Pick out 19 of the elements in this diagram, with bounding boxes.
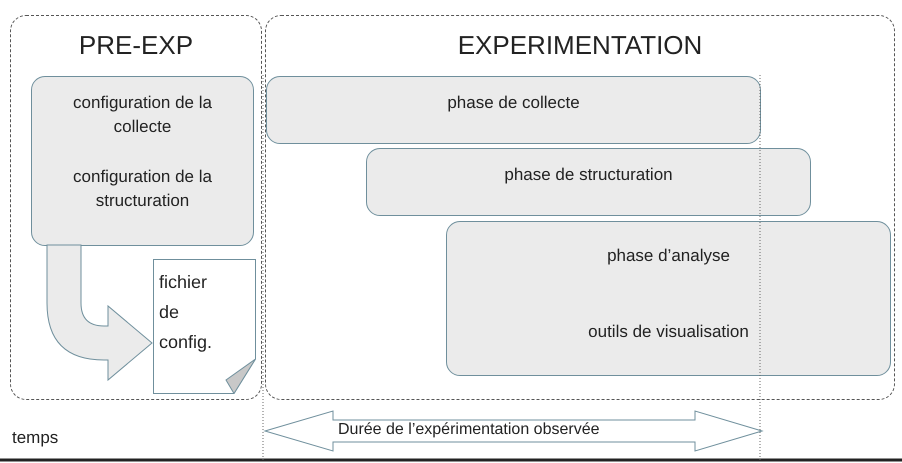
group-title: PRE-EXP (78, 30, 194, 61)
dashed-group-frame (265, 15, 895, 400)
curved-block-arrow (46, 244, 152, 380)
duration-label: Durée de l’expérimentation observée (338, 421, 600, 439)
phase-box (446, 221, 891, 376)
box-title: phase de collecte (446, 92, 581, 114)
document-shape (153, 259, 256, 394)
box-title: configuration de la collecte (72, 92, 213, 138)
dashed-group-frame (10, 15, 262, 400)
box-text: configuration de la structuration (72, 166, 213, 212)
process-box (31, 76, 254, 246)
axis-label: temps (12, 428, 58, 448)
box-title: phase d’analyse (606, 245, 731, 267)
phase-box (366, 148, 811, 216)
box-title: phase de structuration (503, 164, 674, 186)
group-title: EXPERIMENTATION (456, 30, 704, 61)
file-name-text: fichier de config. (159, 271, 214, 354)
box-text: outils de visualisation (587, 321, 750, 343)
phase-box (266, 76, 761, 144)
